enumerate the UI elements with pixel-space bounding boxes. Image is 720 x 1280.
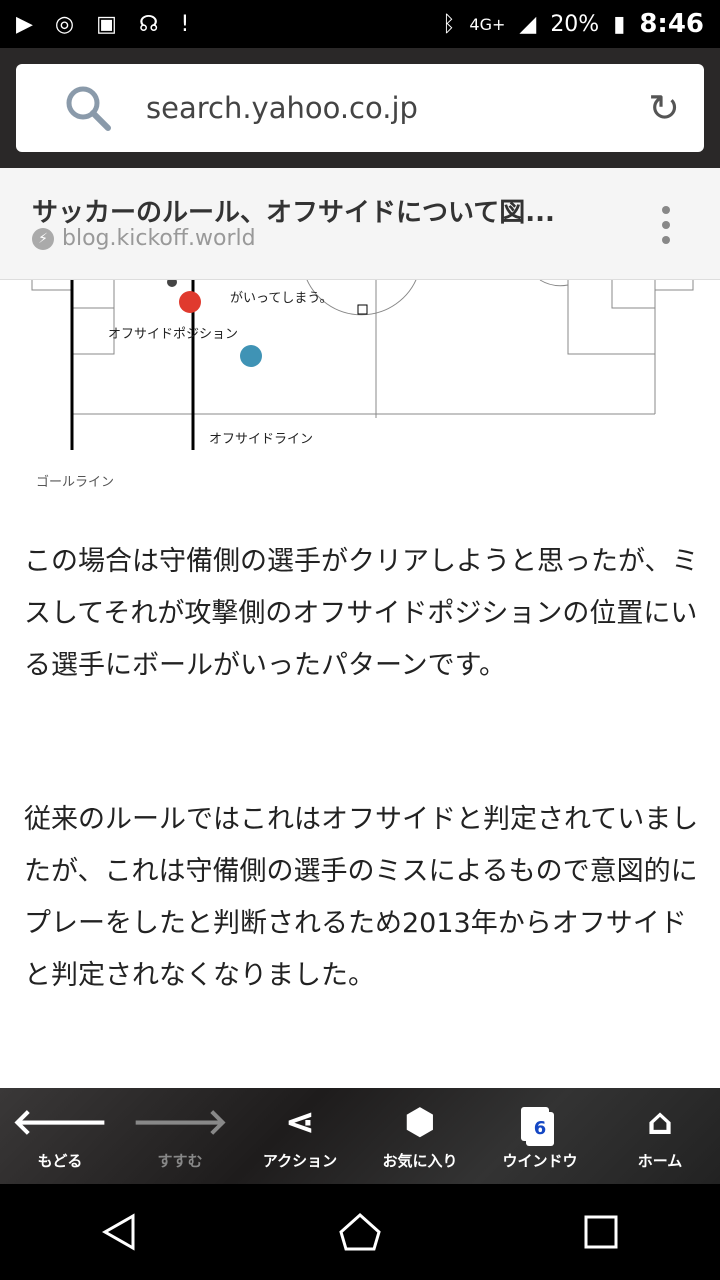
diagram-note: がいってしまう。 (230, 291, 333, 306)
home-icon: ⌂ (647, 1101, 673, 1143)
action-button[interactable]: ⋖ アクション (240, 1088, 360, 1184)
offside-position-label: オフサイドポジション (108, 327, 239, 342)
battery-icon: ▮ (613, 11, 626, 37)
system-nav-bar (0, 1184, 720, 1280)
share-icon: ⋖ (284, 1101, 316, 1143)
signal-icon: ◢ (519, 11, 537, 37)
nfc-icon: ◎ (54, 11, 75, 37)
status-bar: ▶ ◎ ▣ ☊! ᛒ 4G+ ◢ 20% ▮ 8:46 (0, 0, 720, 48)
more-menu-icon[interactable] (662, 206, 670, 251)
article-paragraph: この場合は守備側の選手がクリアしようと思ったが、ミスしてそれが攻撃側のオフサイド… (24, 546, 699, 681)
window-button[interactable]: 6 ウインドウ (480, 1088, 600, 1184)
article-paragraph: 従来のルールではこれはオフサイドと判定されていましたが、これは守備側の選手のミス… (24, 804, 699, 991)
search-icon (66, 86, 111, 131)
battery-level: 20% (550, 11, 600, 37)
forward-arrow-icon: 🡒 (131, 1101, 229, 1143)
url-bar: search.yahoo.co.jp ↻ (0, 48, 720, 168)
home-label: ホーム (637, 1151, 683, 1170)
favorite-label: お気に入り (382, 1151, 458, 1170)
action-label: アクション (262, 1151, 338, 1170)
home-button[interactable]: ⌂ ホーム (600, 1088, 720, 1184)
headset-icon: ☊ (138, 11, 159, 37)
offside-line-label: オフサイドライン (209, 432, 314, 447)
window-count: 6 (526, 1111, 554, 1146)
forward-label: すすむ (157, 1151, 203, 1170)
nav-back-icon[interactable] (99, 1212, 139, 1252)
page-title-bar: サッカーのルール、オフサイドについて図... ⚡ blog.kickoff.wor… (0, 168, 720, 280)
image-icon: ▣ (96, 11, 117, 37)
nav-home-icon[interactable] (338, 1212, 382, 1252)
clock: 8:46 (639, 9, 704, 39)
browser-toolbar: 🡐 もどる 🡒 すすむ ⋖ アクション ⬢ お気に入り 6 ウインドウ ⌂ ホーム (0, 1088, 720, 1184)
windows-icon: 6 (526, 1102, 554, 1146)
network-type: 4G+ (469, 14, 506, 34)
play-icon: ▶ (16, 11, 33, 37)
back-button[interactable]: 🡐 もどる (0, 1088, 120, 1184)
url-input[interactable]: search.yahoo.co.jp ↻ (16, 64, 704, 152)
back-label: もどる (37, 1151, 83, 1170)
page-domain: blog.kickoff.world (62, 226, 256, 251)
reload-icon[interactable]: ↻ (648, 86, 680, 130)
url-text: search.yahoo.co.jp (146, 91, 418, 125)
goal-line-label: ゴールライン (36, 475, 115, 490)
offside-diagram: がいってしまう。 オフサイドポジション オフサイドライン ゴールライン (0, 0, 720, 500)
star-icon: ⬢ (404, 1101, 436, 1143)
page-title: サッカーのルール、オフサイドについて図... (32, 198, 555, 228)
window-label: ウインドウ (502, 1151, 578, 1170)
nav-recents-icon[interactable] (581, 1212, 621, 1252)
alert-icon: ! (180, 11, 190, 37)
bluetooth-icon: ᛒ (442, 11, 456, 37)
back-arrow-icon: 🡐 (11, 1101, 109, 1143)
bolt-icon: ⚡ (32, 227, 54, 250)
forward-button[interactable]: 🡒 すすむ (120, 1088, 240, 1184)
favorite-button[interactable]: ⬢ お気に入り (360, 1088, 480, 1184)
